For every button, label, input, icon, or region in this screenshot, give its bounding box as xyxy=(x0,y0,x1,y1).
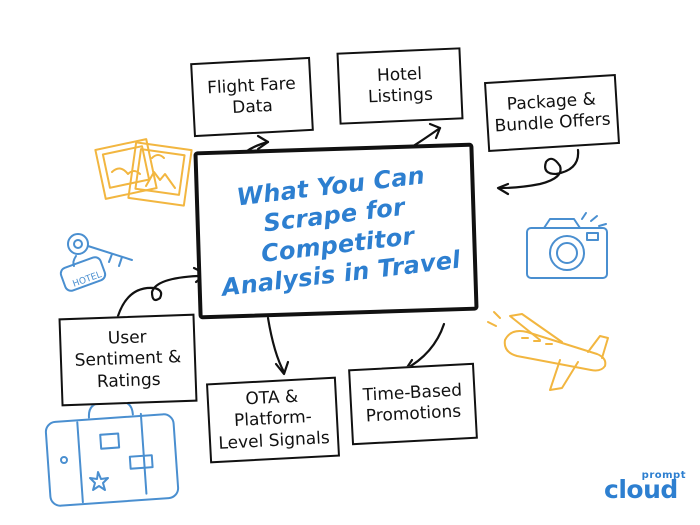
key-tag-label: HOTEL xyxy=(71,270,103,290)
promptcloud-logo: prompt cloud xyxy=(604,470,688,510)
arrow-to-ota xyxy=(266,316,290,376)
camera-icon xyxy=(526,212,608,279)
photos-icon xyxy=(94,138,193,207)
ota-signals-box: OTA & Platform- Level Signals xyxy=(205,376,341,464)
arrow-from-user xyxy=(116,266,208,318)
flight-fare-box: Flight Fare Data xyxy=(190,56,314,138)
key-icon: HOTEL xyxy=(59,233,133,292)
logo-small-text: prompt xyxy=(641,470,686,481)
airplane-icon xyxy=(487,311,609,391)
logo-big-text: cloud xyxy=(604,475,678,504)
center-title-box: What You Can Scrape for Competitor Analy… xyxy=(193,142,479,320)
arrow-from-package xyxy=(496,148,580,196)
hotel-listings-box: Hotel Listings xyxy=(336,47,464,125)
center-title: What You Can Scrape for Competitor Analy… xyxy=(220,161,462,303)
suitcase-icon xyxy=(44,400,180,507)
user-sentiment-box: User Sentiment & Ratings xyxy=(58,313,198,407)
package-bundle-box: Package & Bundle Offers xyxy=(483,74,621,152)
time-promotions-box: Time-Based Promotions xyxy=(348,362,478,446)
